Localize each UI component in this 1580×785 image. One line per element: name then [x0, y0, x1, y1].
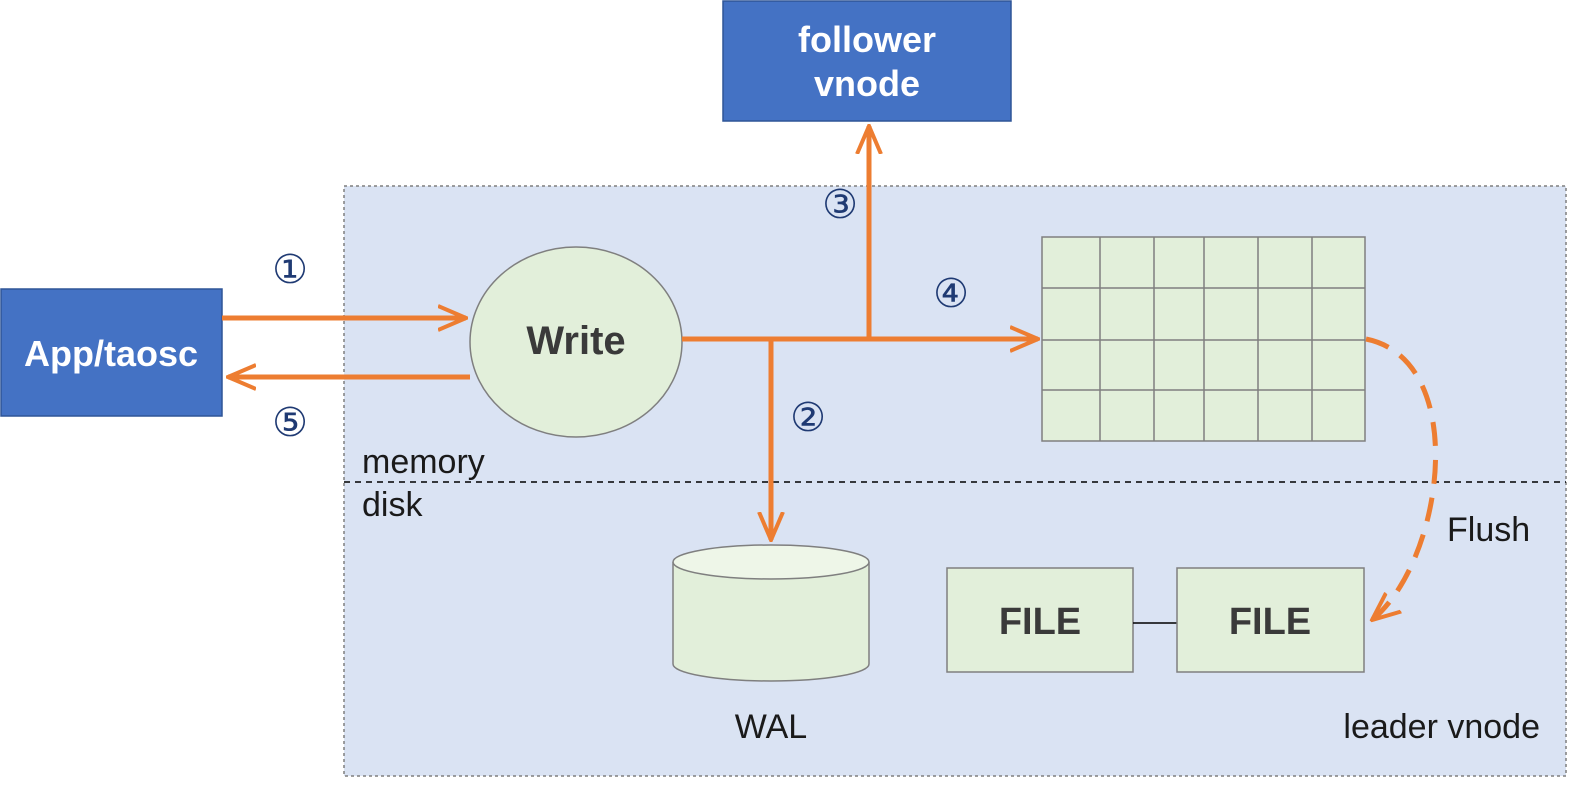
step-1-marker: ① — [272, 247, 308, 293]
wal-cylinder — [672, 544, 870, 682]
step-3-marker: ③ — [822, 182, 858, 228]
file-label-1: FILE — [999, 601, 1081, 643]
leader-vnode-label: leader vnode — [1343, 708, 1540, 746]
write-node: Write — [469, 246, 683, 438]
step-5-marker: ⑤ — [272, 400, 308, 446]
memory-label: memory — [362, 443, 485, 481]
file-label-2: FILE — [1229, 601, 1311, 643]
file-box-1: FILE — [946, 567, 1134, 673]
flush-arrow — [1365, 336, 1439, 620]
follower-vnode-line2: vnode — [814, 63, 920, 104]
file-box-2: FILE — [1176, 567, 1365, 673]
app-taosc-node: App/taosc — [0, 288, 223, 417]
step-2-marker: ② — [790, 395, 826, 441]
step-4-marker: ④ — [933, 271, 969, 317]
follower-vnode-node: follower vnode — [722, 0, 1012, 122]
write-label: Write — [526, 319, 625, 363]
wal-label: WAL — [735, 708, 807, 746]
flush-label: Flush — [1447, 511, 1530, 549]
follower-vnode-line1: follower — [798, 19, 936, 60]
app-taosc-label: App/taosc — [24, 333, 198, 374]
memtable-grid — [1041, 236, 1366, 442]
arrows — [222, 126, 1439, 620]
disk-label: disk — [362, 486, 423, 524]
